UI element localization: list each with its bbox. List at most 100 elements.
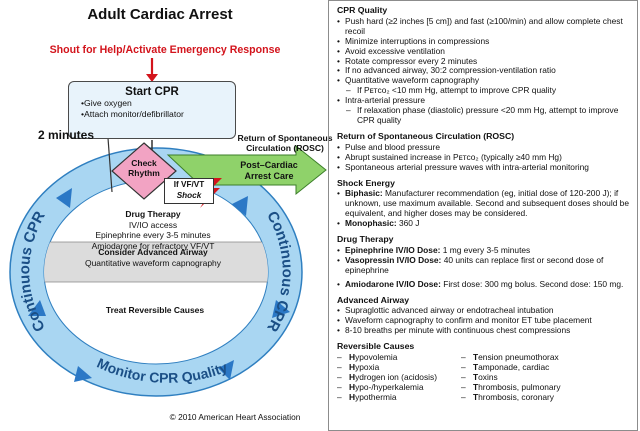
list-item: Supraglottic advanced airway or endotrac… [337, 306, 629, 317]
cpr-quality-section: CPR Quality Push hard (≥2 inches [5 cm])… [337, 5, 629, 126]
item-text: 40 units can replace first or second dos… [345, 254, 604, 275]
airway-title: Consider Advanced Airway [98, 247, 208, 257]
cause-initial: H [349, 381, 356, 392]
page-title: Adult Cardiac Arrest [87, 6, 233, 23]
cause-text: hrombosis, pulmonary [478, 381, 561, 392]
cause-text: ypothermia [355, 391, 397, 402]
ring-arrow-bottom-right [218, 360, 234, 380]
cause-initial: H [349, 371, 356, 382]
drug-therapy-block: Drug Therapy IV/IO access Epinephrine ev… [80, 209, 226, 251]
airway-band [44, 242, 268, 282]
ring-arrow-right [272, 300, 290, 318]
section-title: Drug Therapy [337, 234, 394, 245]
cause-text: ension pneumothorax [478, 352, 559, 363]
item-label: Vasopressin IV/IO Dose: [345, 254, 442, 265]
ring-arrow-top-right [232, 196, 248, 216]
list-item: Waveform capnography to confirm and moni… [337, 315, 629, 326]
advanced-airway-section: Advanced Airway Supraglottic advanced ai… [337, 294, 629, 337]
start-cpr-item: Give oxygen [75, 98, 229, 109]
post-arrest-care-label: Post–Cardiac Arrest Care [240, 160, 298, 181]
cause-item: Tamponade, cardiac [461, 362, 561, 373]
cause-initial: H [349, 362, 356, 372]
shock-energy-section: Shock Energy Biphasic: Manufacturer reco… [337, 177, 630, 230]
cause-initial: H [349, 391, 356, 402]
check-rhythm-label: Check Rhythm [128, 158, 160, 178]
drug-therapy-section: Drug Therapy Epinephrine IV/IO Dose: 1 m… [337, 234, 629, 290]
section-title: Shock Energy [337, 177, 395, 188]
ring-arrow-bottom-left [74, 366, 92, 382]
item-label: Monophasic: [345, 218, 397, 229]
drug-therapy-line: Amiodarone for refractory VF/VT [91, 240, 215, 251]
list-item: Avoid excessive ventilation [337, 46, 629, 57]
list-subitem: If relaxation phase (diastolic) pressure… [337, 105, 629, 126]
shout-arrowhead [146, 74, 158, 82]
vf-vt-line: If VF/VT [173, 180, 205, 189]
drug-therapy-title: Drug Therapy [125, 209, 181, 219]
list-item: If no advanced airway, 30:2 compression-… [337, 66, 629, 77]
cause-initial: T [473, 381, 479, 392]
list-item: Spontaneous arterial pressure waves with… [337, 162, 629, 173]
shock-label: Shock [176, 191, 202, 200]
rosc-section: Return of Spontaneous Circulation (ROSC)… [337, 131, 629, 173]
cause-item: Thrombosis, coronary [461, 391, 561, 403]
cause-text: ydrogen ion (acidosis) [355, 371, 437, 382]
list-subitem: If Pᴇᴛᴄᴏ₂ <10 mm Hg, attempt to improve … [337, 85, 629, 96]
item-label: Epinephrine IV/IO Dose: [345, 244, 441, 255]
cause-item: Hypovolemia [337, 352, 437, 363]
start-cpr-title: Start CPR [125, 86, 179, 98]
shout-instruction: Shout for Help/Activate Emergency Respon… [49, 44, 281, 56]
item-text: Manufacturer recommendation (eg, initial… [345, 188, 630, 219]
airway-line: Quantitative waveform capnography [84, 257, 222, 268]
list-item: Intra-arterial pressure [337, 95, 629, 106]
cause-initial: H [349, 352, 356, 363]
ring-arrow-top-left [56, 188, 72, 208]
cause-text: ypo-/hyperkalemia [355, 381, 424, 392]
cause-initial: T [473, 352, 479, 363]
section-title: Advanced Airway [337, 294, 410, 305]
list-item: Abrupt sustained increase in Pᴇᴛᴄᴏ₂ (typ… [337, 152, 629, 163]
section-title: Reversible Causes [337, 341, 415, 352]
cause-item: Hydrogen ion (acidosis) [337, 371, 437, 383]
two-minutes-line [107, 137, 113, 193]
cause-text: ypoxia [355, 362, 380, 372]
reversible-causes-section: Reversible Causes HypovolemiaHypoxiaHydr… [337, 341, 629, 403]
drug-therapy-line: Epinephrine every 3-5 minutes [95, 230, 211, 240]
cause-item: Toxins [461, 371, 561, 383]
vf-vt-box[interactable]: If VF/VT Shock [164, 178, 214, 204]
list-item: Quantitative waveform capnography [337, 75, 629, 86]
item-text: 1 mg every 3-5 minutes [442, 244, 531, 255]
cause-item: Hypothermia [337, 391, 437, 403]
cause-initial: T [473, 362, 479, 372]
cause-item: Hypo-/hyperkalemia [337, 381, 437, 393]
list-item: Minimize interruptions in compressions [337, 36, 629, 47]
rosc-label: Return of Spontaneous Circulation (ROSC) [237, 133, 333, 153]
list-item: Amiodarone IV/IO Dose: First dose: 300 m… [337, 278, 629, 290]
item-text: 360 J [398, 218, 420, 229]
list-item: Biphasic: Manufacturer recommendation (e… [337, 188, 630, 219]
check-rhythm-diamond[interactable] [111, 142, 177, 200]
start-cpr-item: Attach monitor/defibrillator [75, 109, 229, 120]
list-item: Pulse and blood pressure [337, 142, 629, 153]
list-item: Push hard (≥2 inches [5 cm]) and fast (≥… [337, 16, 629, 37]
h-causes-list: HypovolemiaHypoxiaHydrogen ion (acidosis… [337, 352, 437, 403]
cause-text: ypovolemia [355, 352, 398, 363]
cause-item: Thrombosis, pulmonary [461, 381, 561, 393]
cause-item: Tension pneumothorax [461, 352, 561, 363]
ring-arrow-left [28, 300, 46, 316]
item-text: First dose: 300 mg bolus. Second dose: 1… [443, 278, 624, 289]
item-label: Biphasic: [345, 188, 383, 199]
reversible-causes-label: Treat Reversible Causes [105, 305, 205, 315]
cause-text: hrombosis, coronary [478, 391, 554, 402]
flow-graphics: Continuous CPR Continuous CPR Monitor CP… [9, 58, 327, 397]
cause-initial: T [473, 391, 479, 402]
list-item: Epinephrine IV/IO Dose: 1 mg every 3-5 m… [337, 244, 629, 256]
reference-panel: CPR Quality Push hard (≥2 inches [5 cm])… [328, 0, 638, 431]
two-minutes-label: 2 minutes [38, 128, 95, 142]
airway-block: Consider Advanced Airway Quantitative wa… [60, 247, 246, 268]
start-cpr-box[interactable]: Start CPR Give oxygen Attach monitor/def… [68, 81, 236, 139]
section-title: CPR Quality [337, 5, 388, 15]
list-item: Monophasic: 360 J [337, 218, 629, 229]
cause-item: Hypoxia [337, 362, 437, 373]
cause-text: oxins [478, 371, 498, 382]
